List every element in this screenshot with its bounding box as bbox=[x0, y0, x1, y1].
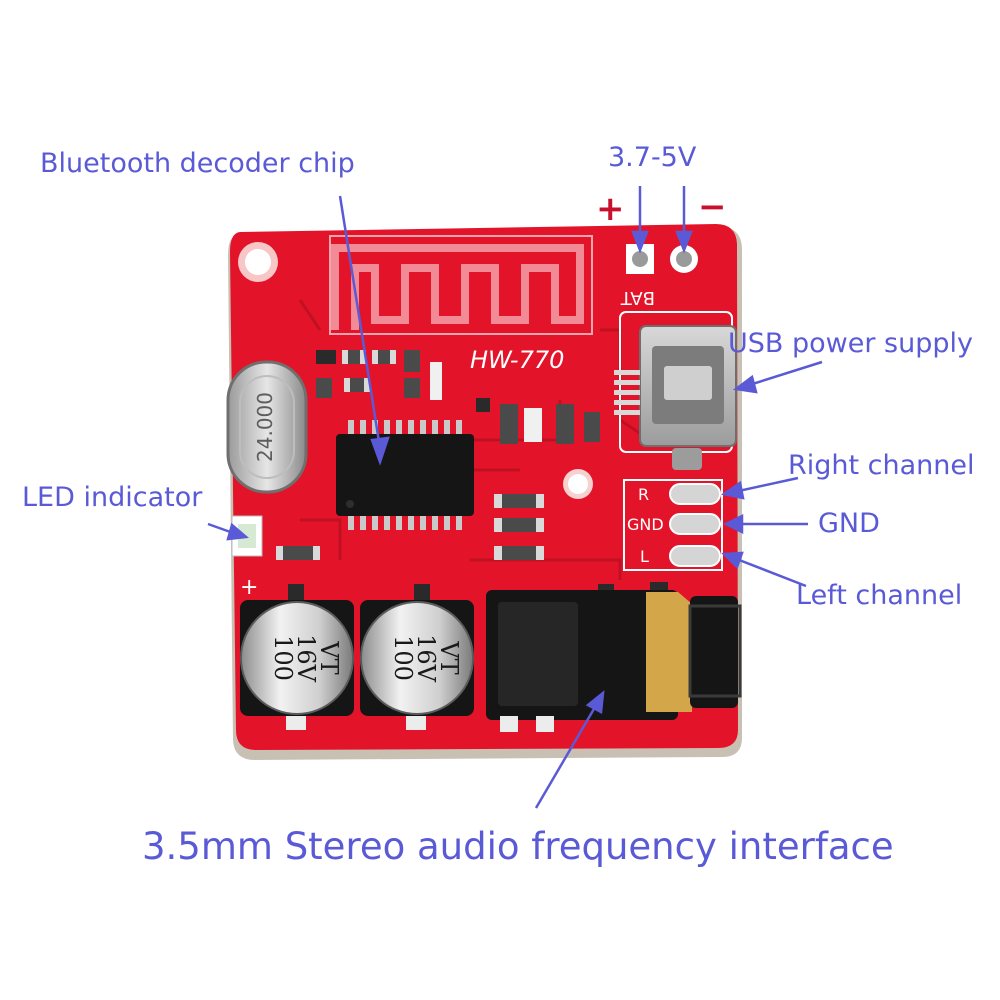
svg-text:R: R bbox=[638, 485, 649, 504]
label-led-indicator: LED indicator bbox=[22, 482, 203, 513]
label-voltage: 3.7-5V bbox=[608, 142, 697, 173]
svg-text:16V: 16V bbox=[412, 634, 440, 683]
label-usb-power-supply: USB power supply bbox=[728, 328, 973, 359]
svg-text:GND: GND bbox=[627, 515, 664, 534]
svg-text:100: 100 bbox=[269, 635, 297, 681]
svg-text:L: L bbox=[640, 547, 649, 566]
led-indicator-part bbox=[231, 515, 263, 557]
label-bluetooth-decoder-chip: Bluetooth decoder chip bbox=[40, 148, 355, 179]
antenna-trace bbox=[331, 244, 584, 330]
svg-text:100: 100 bbox=[389, 635, 417, 681]
svg-text:VT: VT bbox=[435, 640, 463, 674]
led-plus-silk: + bbox=[240, 575, 258, 600]
label-right-channel: Right channel bbox=[788, 450, 975, 481]
audio-pads: R GND L bbox=[623, 479, 723, 571]
bat-silk: BAT bbox=[620, 287, 655, 308]
usb-port bbox=[614, 311, 737, 470]
audio-jack bbox=[486, 590, 742, 732]
polarity-plus: + bbox=[596, 189, 625, 229]
label-left-channel: Left channel bbox=[796, 580, 963, 611]
smd-components bbox=[276, 350, 668, 600]
model-silk: HW-770 bbox=[470, 346, 564, 374]
crystal-oscillator bbox=[226, 360, 308, 494]
decoder-chip bbox=[336, 420, 474, 530]
capacitor-right: 100 16V VT bbox=[360, 600, 474, 730]
label-audio-jack: 3.5mm Stereo audio frequency interface bbox=[142, 825, 894, 868]
callout-arrows bbox=[207, 186, 823, 809]
polarity-minus: − bbox=[698, 187, 727, 227]
crystal-label: 24.000 bbox=[253, 392, 277, 462]
svg-text:VT: VT bbox=[315, 640, 343, 674]
label-gnd: GND bbox=[818, 508, 880, 539]
svg-text:16V: 16V bbox=[292, 634, 320, 683]
capacitor-left: 100 16V VT bbox=[240, 600, 354, 730]
